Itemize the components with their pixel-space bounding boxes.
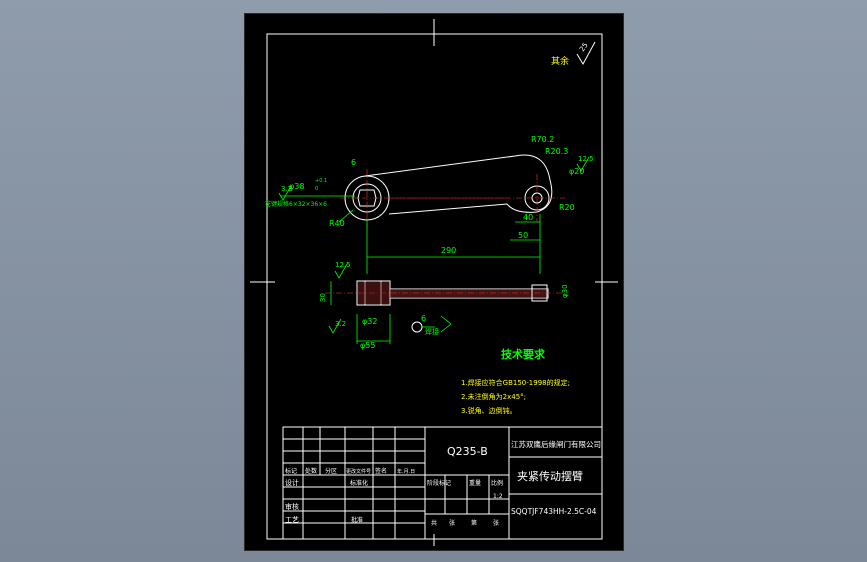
scale-label: 比例 — [491, 479, 503, 487]
row-process: 工艺 — [285, 516, 299, 524]
row-design: 设计 — [285, 478, 299, 487]
weight-label: 重量 — [469, 479, 481, 487]
ra-12-5-top: 12.5 — [578, 155, 594, 163]
dim-phi30-side: φ30 — [561, 284, 569, 298]
tol-lower: 0 — [315, 186, 318, 192]
side-dimensions: 12.5 30 φ55 φ32 3.2 6 焊接 φ30 — [319, 261, 569, 350]
ra-12-5-side: 12.5 — [335, 261, 351, 269]
scale-value: 1:2 — [493, 493, 503, 500]
ra-3-2-top: 3.2 — [281, 185, 292, 193]
row-approve: 批准 — [351, 516, 363, 524]
arm-side-view — [325, 280, 565, 306]
spline-spec: 花键规格6×32×36×6 — [265, 200, 327, 208]
dim-phi20: φ20 — [569, 167, 584, 176]
row-review: 审核 — [285, 502, 299, 511]
dim-40: 40 — [523, 213, 533, 222]
roughness-value: 25 — [578, 41, 590, 53]
sheets-total: 共 — [431, 519, 437, 527]
dim-phi55: φ55 — [360, 341, 375, 350]
hdr-zone: 分区 — [325, 467, 337, 475]
title-block: 标记 处数 分区 更改文件号 签名 年.月.日 设计 标准化 审核 工艺 批准 … — [282, 426, 603, 540]
dim-30: 30 — [319, 293, 327, 302]
material: Q235-B — [447, 445, 488, 458]
hdr-change: 更改文件号 — [346, 468, 371, 475]
roughness-symbol: 其余 25 — [551, 41, 596, 67]
row-std: 标准化 — [350, 479, 368, 487]
ra-3-2-side: 3.2 — [335, 320, 346, 328]
roughness-label: 其余 — [551, 55, 569, 67]
cad-drawing: 其余 25 290 50 40 R70.2 R20.3 12.5 φ20 R20… — [250, 19, 618, 546]
tech-item-1: 1.焊接应符合GB150-1998的规定; — [461, 378, 570, 387]
dim-phi32: φ32 — [362, 317, 377, 326]
dim-r40: R40 — [329, 219, 345, 228]
company-name: 江苏双鹰后缘闸门有限公司 — [511, 439, 601, 449]
dim-6-top: 6 — [351, 158, 356, 167]
hdr-count: 处数 — [305, 467, 317, 475]
hdr-sign: 签名 — [375, 467, 387, 475]
weld-label: 焊接 — [425, 327, 439, 336]
part-name: 夹紧传动摆臂 — [517, 469, 583, 483]
tech-item-3: 3.锐角、边倒钝。 — [461, 406, 517, 415]
top-dimensions: 290 50 40 R70.2 R20.3 12.5 φ20 R20 6 R40… — [265, 135, 594, 274]
drawing-number: SQQTJF743HH-2.5C-04 — [511, 507, 597, 516]
dim-r70: R70.2 — [531, 135, 554, 144]
sheet-no-label: 第 — [471, 519, 477, 527]
tech-requirements: 技术要求 1.焊接应符合GB150-1998的规定; 2.未注倒角为2x45°;… — [461, 347, 570, 415]
dim-r20-3: R20.3 — [545, 147, 568, 156]
sheet-label: 张 — [449, 519, 455, 527]
hdr-mark: 标记 — [285, 467, 297, 475]
tol-upper: +0.1 — [315, 178, 327, 184]
dim-290: 290 — [441, 246, 456, 255]
tech-title: 技术要求 — [501, 347, 546, 361]
tech-item-2: 2.未注倒角为2x45°; — [461, 392, 526, 401]
drawing-sheet: 其余 25 290 50 40 R70.2 R20.3 12.5 φ20 R20… — [244, 13, 624, 551]
dim-phi38: φ38 — [289, 182, 304, 191]
sheet-unit: 张 — [493, 519, 499, 527]
dim-r20: R20 — [559, 203, 575, 212]
dim-50: 50 — [518, 231, 528, 240]
weld-size: 6 — [421, 314, 426, 323]
arm-top-view — [340, 154, 565, 229]
stage-label: 阶段标记 — [427, 479, 451, 487]
hdr-date: 年.月.日 — [397, 468, 415, 475]
